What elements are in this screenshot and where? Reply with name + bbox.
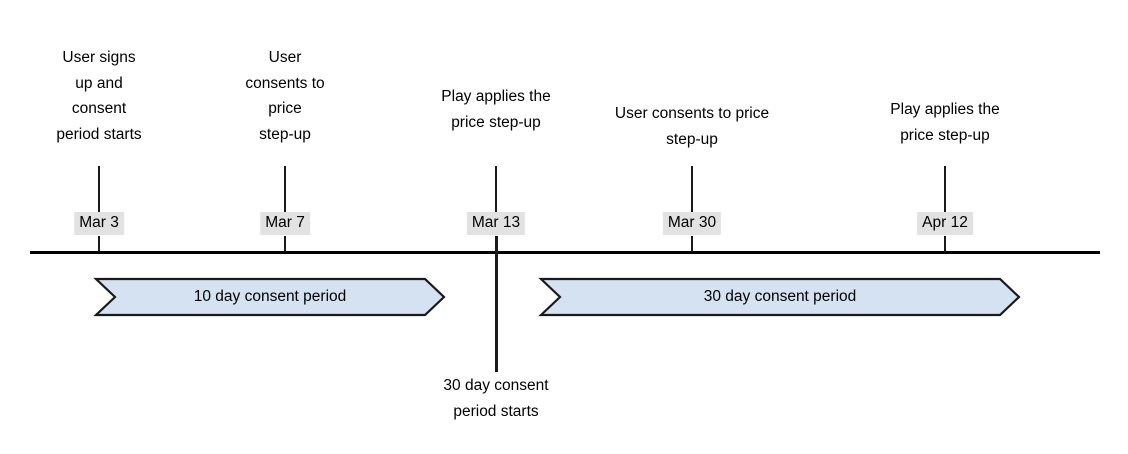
event-tick-below-mar-13	[495, 236, 498, 372]
chevron-shape-icon	[95, 278, 445, 316]
event-tick-stub-mar-30	[691, 236, 693, 252]
period-label-30-day: 30 day consent period	[703, 288, 857, 305]
event-tick-mar-13	[495, 166, 497, 212]
date-chip-mar-3: Mar 3	[74, 212, 124, 235]
date-chip-mar-7: Mar 7	[260, 212, 310, 235]
date-chip-apr-12: Apr 12	[917, 212, 973, 235]
chevron-shape-icon	[540, 278, 1020, 316]
period-banner-30-day: 30 day consent period	[540, 278, 1020, 316]
event-label-mar-30: User consents to price step-up	[614, 105, 770, 148]
event-label-mar-13: Play applies the price step-up	[441, 88, 551, 131]
event-tick-stub-mar-3	[98, 236, 100, 252]
period-label-10-day: 10 day consent period	[193, 288, 347, 305]
event-label-mar-3: User signs up and consent period starts	[56, 49, 142, 143]
date-chip-mar-13: Mar 13	[466, 212, 526, 235]
event-tick-stub-mar-7	[284, 236, 286, 252]
event-tick-stub-apr-12	[944, 236, 946, 252]
timeline-axis	[30, 251, 1100, 254]
period-banner-10-day: 10 day consent period	[95, 278, 445, 316]
event-tick-mar-30	[691, 166, 693, 212]
event-label-apr-12: Play applies the price step-up	[890, 101, 1000, 144]
event-tick-mar-3	[98, 166, 100, 212]
date-chip-mar-30: Mar 30	[662, 212, 722, 235]
event-tick-apr-12	[944, 166, 946, 212]
event-tick-mar-7	[284, 166, 286, 212]
event-label-mar-7: User consents to price step-up	[245, 49, 325, 143]
event-label-30-day-start: 30 day consent period starts	[381, 373, 611, 424]
